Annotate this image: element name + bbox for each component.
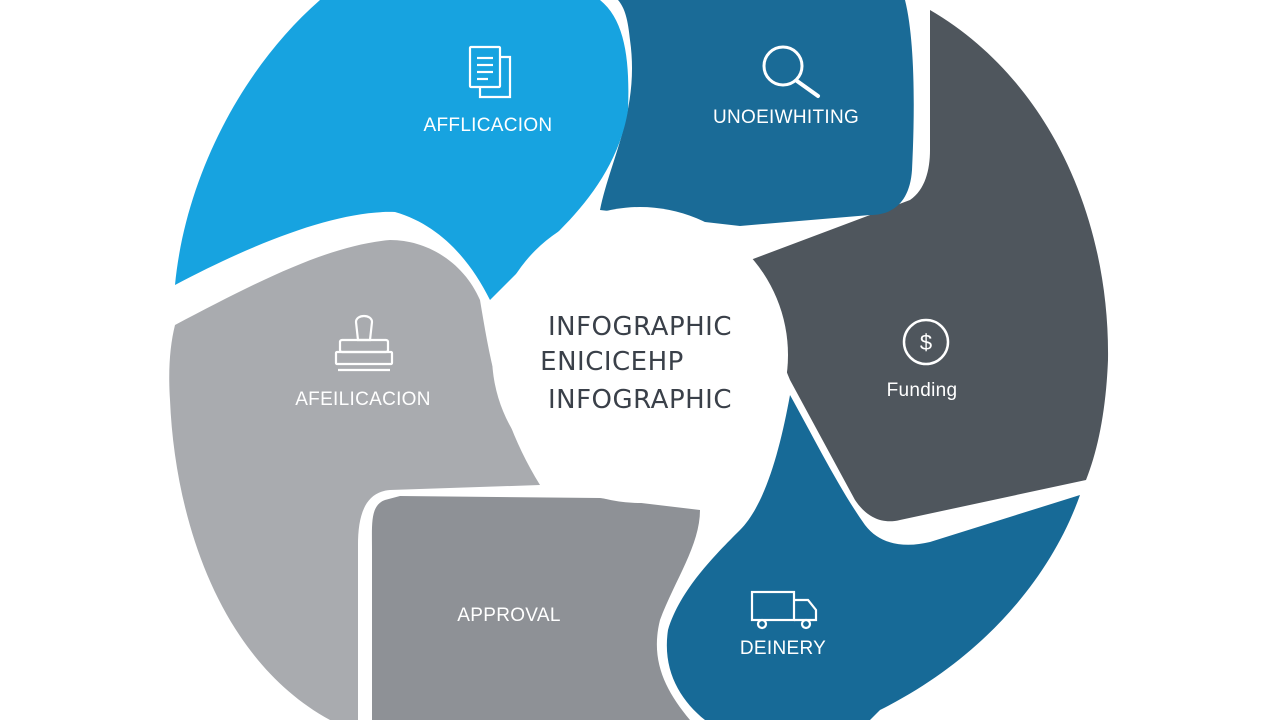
truck-icon — [750, 590, 818, 630]
segment-application-left — [169, 240, 541, 720]
segment-funding — [745, 10, 1109, 522]
label-approval: APPROVAL — [457, 605, 560, 626]
segment-underwriting — [600, 0, 914, 226]
segment-delivery — [666, 395, 1080, 720]
center-line-1: INFOGRAPHIC — [548, 312, 732, 342]
svg-text:$: $ — [920, 330, 932, 355]
stamp-icon — [334, 314, 394, 372]
document-icon — [468, 45, 512, 99]
label-underwriting: UNOEIWHITING — [713, 107, 859, 128]
center-line-2: ENICICEHP — [540, 347, 684, 377]
label-application-left: AFEILICACION — [295, 389, 431, 410]
label-application-top: AFFLICACION — [424, 115, 553, 136]
label-delivery: DEINERY — [740, 638, 826, 659]
label-funding: Funding — [887, 380, 958, 401]
magnifier-icon — [762, 45, 820, 98]
dollar-coin-icon: $ — [902, 318, 950, 366]
segment-approval — [371, 496, 700, 720]
segment-application-top — [175, 0, 629, 300]
center-circle — [492, 207, 788, 503]
center-line-3: INFOGRAPHIC — [548, 385, 732, 415]
